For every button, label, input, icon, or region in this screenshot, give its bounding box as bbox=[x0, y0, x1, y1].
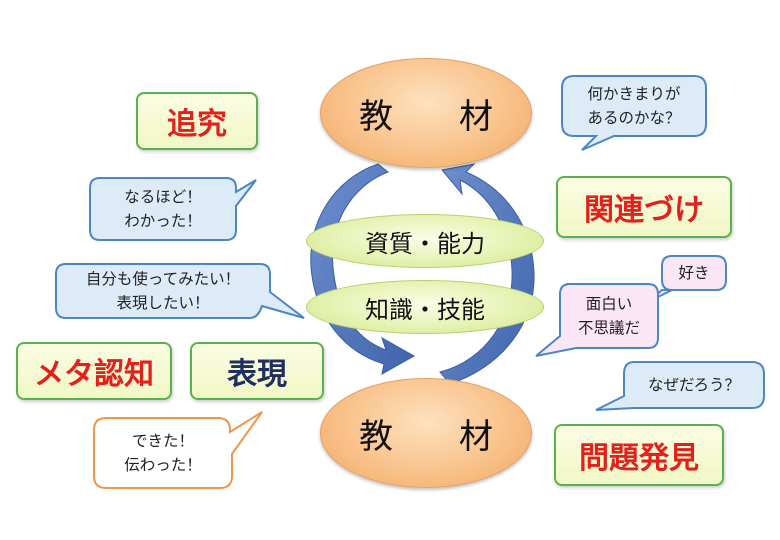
keyword-kanrenzuke: 関連づけ bbox=[556, 176, 732, 238]
bubble-nazedarou-shape bbox=[595, 361, 765, 411]
bubble-jibunmo-line1: 自分も使ってみたい！ bbox=[85, 270, 241, 288]
bubble-omoshiroi: 面白い 不思議だ bbox=[562, 286, 656, 346]
bottom-material-node: 教 材 bbox=[320, 378, 532, 488]
bubble-naruhodo-shape bbox=[89, 177, 257, 241]
competency-lens: 資質・能力 bbox=[306, 214, 544, 268]
bubble-nanika-line2: あるのかな？ bbox=[587, 109, 681, 127]
bubble-nanika-line1: 何かきまりが bbox=[587, 85, 681, 103]
top-material-label: 教 材 bbox=[359, 96, 509, 137]
cycle-arrow-right bbox=[439, 163, 535, 385]
cycle-arrow-left bbox=[310, 163, 416, 375]
bubble-suki-line1: 好き bbox=[678, 264, 710, 282]
keyword-hyogen: 表現 bbox=[190, 342, 324, 400]
bubble-dekita: できた！ 伝わった！ bbox=[96, 420, 230, 486]
bubble-naruhodo: なるほど！ わかった！ bbox=[92, 180, 234, 238]
bubble-suki: 好き bbox=[664, 258, 724, 288]
bubble-suki-shape bbox=[647, 255, 727, 303]
bubble-jibunmo-shape bbox=[55, 263, 305, 319]
keyword-kanrenzuke-label: 関連づけ bbox=[584, 193, 704, 228]
keyword-tsuikyu: 追究 bbox=[136, 92, 258, 150]
knowledge-label: 知識・技能 bbox=[365, 295, 485, 324]
bubble-nazedarou: なぜだろう？ bbox=[626, 364, 762, 406]
bubble-omoshiroi-line2: 不思議だ bbox=[577, 319, 640, 337]
bubble-nanika: 何かきまりが あるのかな？ bbox=[564, 78, 704, 134]
keyword-hyogen-label: 表現 bbox=[227, 357, 287, 392]
bubble-naruhodo-line1: なるほど！ bbox=[124, 188, 202, 206]
keyword-mondai-hakken-label: 問題発見 bbox=[579, 441, 699, 476]
bubble-omoshiroi-shape bbox=[535, 283, 659, 357]
bubble-omoshiroi-line1: 面白い bbox=[585, 295, 633, 313]
bubble-dekita-line2: 伝わった！ bbox=[124, 456, 202, 474]
keyword-mondai-hakken: 問題発見 bbox=[554, 424, 724, 486]
bubble-jibunmo: 自分も使ってみたい！ 表現したい！ bbox=[58, 266, 268, 316]
keyword-tsuikyu-label: 追究 bbox=[167, 107, 227, 142]
competency-label: 資質・能力 bbox=[365, 229, 485, 258]
top-material-node: 教 材 bbox=[320, 58, 532, 168]
bubble-naruhodo-line2: わかった！ bbox=[124, 212, 202, 230]
bubble-dekita-shape bbox=[93, 411, 263, 489]
bubble-dekita-line1: できた！ bbox=[131, 432, 194, 450]
knowledge-lens: 知識・技能 bbox=[306, 280, 544, 334]
bubble-nazedarou-line1: なぜだろう？ bbox=[647, 376, 741, 394]
bottom-material-label: 教 材 bbox=[359, 416, 509, 457]
keyword-meta-ninchi-label: メタ認知 bbox=[34, 357, 154, 392]
bubble-nanika-shape bbox=[561, 75, 707, 151]
keyword-meta-ninchi: メタ認知 bbox=[16, 342, 172, 400]
bubble-jibunmo-line2: 表現したい！ bbox=[116, 294, 210, 312]
